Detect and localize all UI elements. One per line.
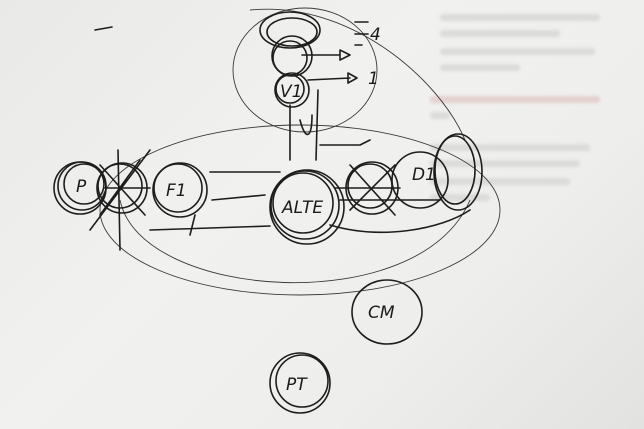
annotation-1: 1: [368, 69, 379, 89]
v1-connectors: [289, 89, 319, 161]
node-alte: ALTE: [269, 169, 345, 245]
edges-left: [104, 171, 281, 236]
show-through-text: [430, 194, 490, 201]
label-v1: V1: [280, 82, 302, 102]
node-f1: F1: [152, 162, 208, 218]
show-through-text: [430, 112, 450, 119]
label-p: P: [76, 177, 87, 197]
node-d1: D1: [391, 133, 483, 211]
node-pt: PT: [269, 352, 331, 414]
show-through-text: [430, 96, 600, 103]
node-cm: CM: [351, 279, 423, 345]
show-through-text: [440, 14, 600, 21]
node-v1: V1: [259, 11, 321, 108]
show-through-text: [440, 48, 595, 55]
outer-loop: [99, 124, 501, 296]
show-through-text: [430, 178, 570, 185]
v1-group-circle: [232, 7, 378, 133]
show-through-text: [430, 160, 580, 167]
label-cm: CM: [368, 303, 395, 323]
annotation-4: 4: [370, 25, 381, 45]
label-pt: PT: [286, 375, 308, 395]
arc-to-d1: [249, 8, 466, 141]
show-through-text: [440, 64, 520, 71]
node-cross-right: [334, 161, 441, 216]
edges-right: [319, 139, 471, 233]
label-alte: ALTE: [281, 198, 323, 218]
show-through-text: [430, 144, 590, 151]
lower-loop: [119, 199, 471, 284]
arrow-right-1: [301, 49, 351, 61]
pen-mark: [94, 26, 113, 31]
arrow-right-2: [307, 72, 358, 84]
tally-marks: [354, 21, 369, 46]
label-f1: F1: [166, 181, 187, 201]
label-d1: D1: [412, 165, 436, 185]
show-through-text: [440, 30, 560, 37]
